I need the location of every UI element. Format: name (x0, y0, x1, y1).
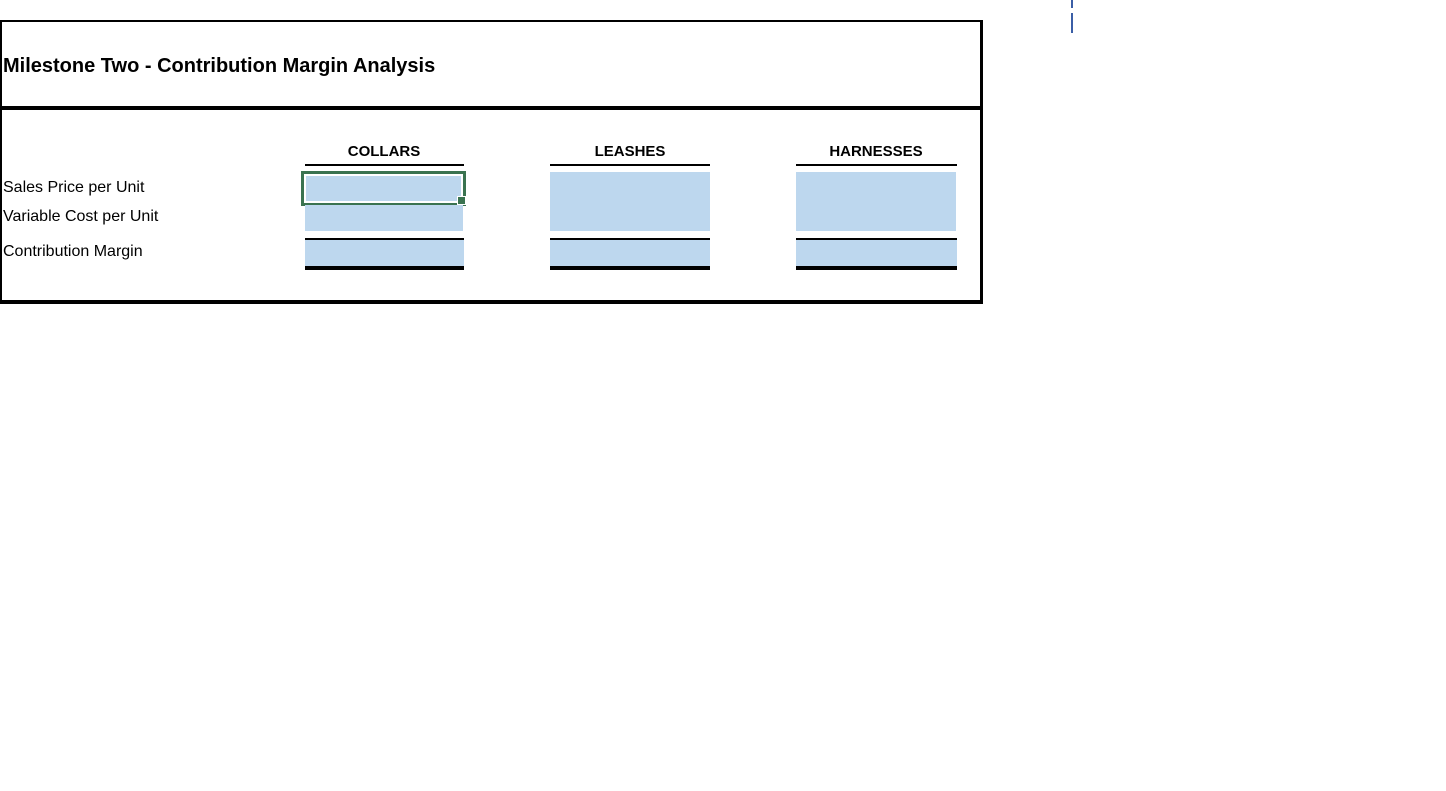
cell-leashes-sales-price[interactable] (550, 172, 710, 204)
cell-leashes-variable-cost[interactable] (550, 204, 710, 231)
table-border-bottom (0, 300, 983, 304)
table-border-left (0, 20, 2, 304)
table-border-right (980, 20, 983, 304)
cell-harnesses-contribution-margin[interactable] (796, 238, 957, 270)
cell-collars-contribution-margin[interactable] (305, 238, 464, 270)
cell-leashes-contribution-margin[interactable] (550, 238, 710, 270)
table-border-top (0, 20, 983, 22)
column-header-harnesses: HARNESSES (829, 143, 923, 160)
page-title: Milestone Two - Contribution Margin Anal… (3, 55, 436, 77)
row-label-contribution-margin: Contribution Margin (3, 243, 143, 260)
table-divider-thick (0, 106, 983, 110)
header-underline-leashes (550, 164, 710, 166)
text-caret-lower (1071, 13, 1073, 33)
cell-collars-sales-price-selected[interactable] (301, 171, 466, 206)
header-underline-collars (305, 164, 464, 166)
column-header-collars: COLLARS (347, 143, 421, 160)
row-label-sales-price-per-unit: Sales Price per Unit (3, 179, 145, 196)
column-header-leashes: LEASHES (594, 143, 666, 160)
cell-collars-variable-cost[interactable] (305, 205, 463, 231)
header-underline-harnesses (796, 164, 957, 166)
cell-harnesses-sales-price[interactable] (796, 172, 956, 204)
text-caret-upper (1071, 0, 1073, 8)
row-label-variable-cost-per-unit: Variable Cost per Unit (3, 208, 159, 225)
fill-handle[interactable] (457, 196, 466, 205)
cell-harnesses-variable-cost[interactable] (796, 204, 956, 231)
